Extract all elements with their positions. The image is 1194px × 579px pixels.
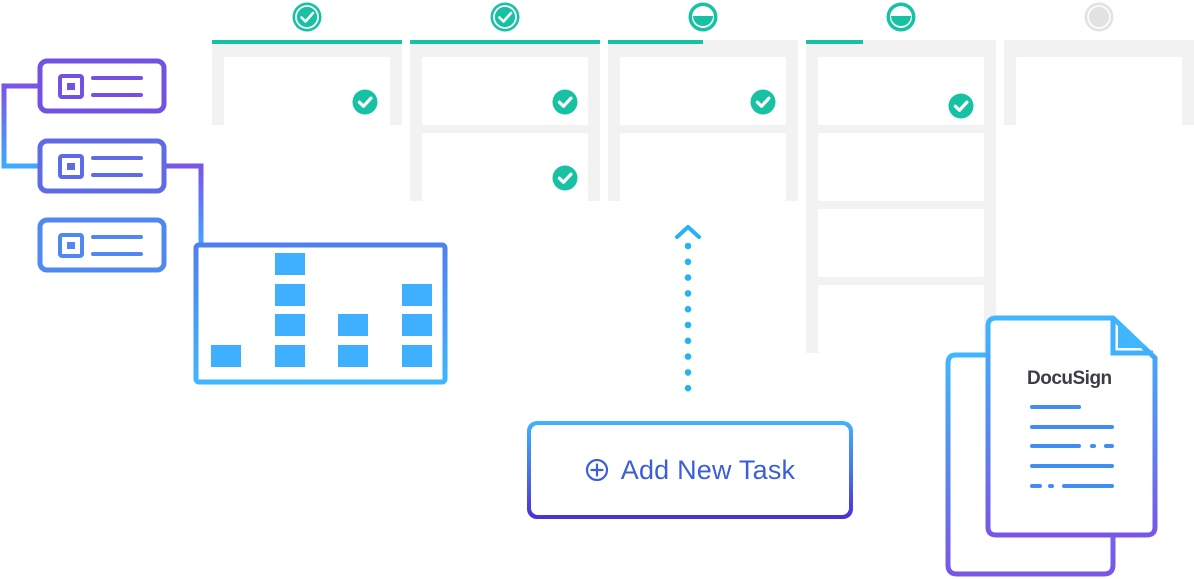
task-check-icon [750, 89, 776, 115]
plus-circle-icon [585, 458, 608, 482]
task-card[interactable] [224, 57, 390, 125]
storage-block [338, 345, 368, 367]
arrow-dot [684, 305, 692, 313]
arrow-dot [684, 337, 692, 345]
arrow-dot [684, 274, 692, 281]
task-card[interactable] [818, 57, 984, 125]
column-progress-bar [806, 40, 863, 44]
add-new-task-button[interactable]: Add New Task [527, 421, 853, 519]
add-new-task-button-face[interactable]: Add New Task [531, 425, 849, 515]
dotted-arrow [675, 225, 701, 392]
storage-block [402, 345, 432, 367]
kanban-column [410, 2, 600, 201]
arrow-up-icon [675, 225, 701, 239]
task-card[interactable] [818, 209, 984, 277]
storage-block [275, 284, 305, 306]
column-progress-bar [410, 40, 600, 44]
column-progress-bar [608, 40, 703, 44]
half-filled-circle-icon [688, 2, 718, 32]
connector-lines [1, 83, 204, 250]
task-check-icon [948, 93, 974, 119]
kanban-column [212, 2, 402, 125]
task-card[interactable] [620, 57, 786, 125]
task-card[interactable] [620, 133, 786, 201]
docusign-logo-text: DocuSign [1027, 368, 1112, 389]
storage-block [275, 314, 305, 336]
server-node-1 [37, 58, 167, 114]
arrow-dot [684, 384, 692, 392]
task-check-icon [552, 165, 578, 191]
storage-block [402, 314, 432, 336]
storage-block [402, 284, 432, 306]
check-circle-icon [292, 2, 322, 32]
kanban-board [212, 2, 1194, 353]
server-node-2 [37, 138, 167, 194]
task-card[interactable] [422, 57, 588, 125]
arrow-dot [684, 290, 692, 297]
kanban-column [608, 2, 798, 201]
document-text-lines [1030, 405, 1114, 488]
column-progress-bar [212, 40, 402, 44]
storage-block [275, 345, 305, 367]
arrow-dot [684, 321, 692, 329]
database-block [193, 242, 448, 385]
kanban-column [1004, 2, 1194, 125]
storage-block [211, 345, 241, 367]
add-new-task-label: Add New Task [620, 454, 796, 485]
task-card[interactable] [1016, 57, 1182, 125]
storage-block [275, 253, 305, 275]
empty-circle-icon [1084, 2, 1114, 32]
storage-block [338, 314, 368, 336]
task-check-icon [552, 89, 578, 115]
task-card[interactable] [818, 285, 984, 353]
arrow-dot [684, 242, 692, 250]
arrow-dot [684, 258, 692, 266]
task-card[interactable] [422, 133, 588, 201]
server-node-3 [37, 217, 167, 273]
half-filled-circle-icon [886, 2, 916, 32]
task-card[interactable] [818, 133, 984, 201]
task-check-icon [352, 89, 378, 115]
check-circle-icon [490, 2, 520, 32]
arrow-dot [684, 353, 692, 360]
kanban-column [806, 2, 996, 353]
document-icon [945, 315, 1158, 577]
arrow-dot [684, 369, 692, 376]
